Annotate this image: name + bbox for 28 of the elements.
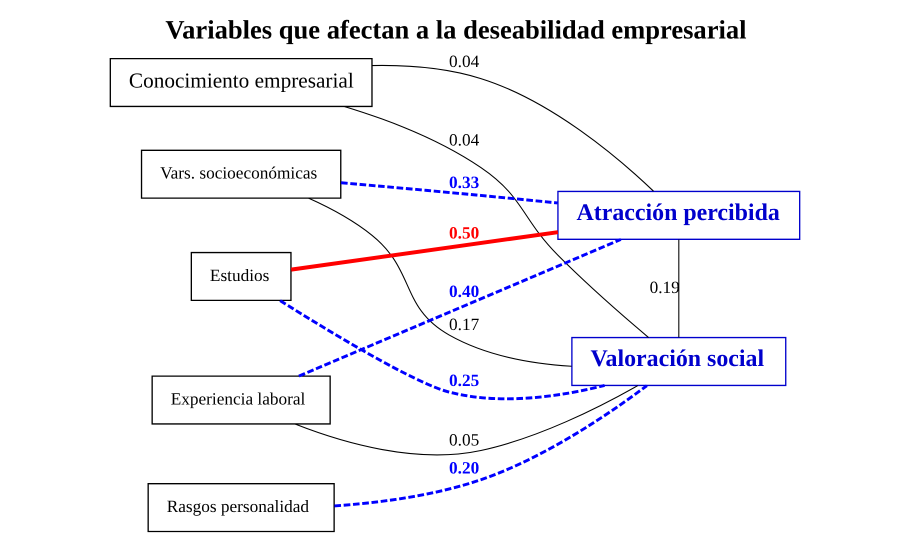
node-box: Conocimiento empresarial bbox=[109, 58, 372, 108]
edge-label: 0.25 bbox=[448, 370, 479, 390]
diagram-title: Variables que afectan a la deseabilidad empresarial bbox=[164, 14, 746, 45]
node-box: Experiencia laboral bbox=[151, 375, 330, 425]
edge-label: 0.17 bbox=[448, 315, 479, 334]
edge-label: 0.50 bbox=[448, 223, 479, 242]
edge-label: 0.05 bbox=[448, 430, 479, 450]
node-box: Rasgos personalidad bbox=[147, 483, 334, 532]
connector bbox=[372, 64, 654, 192]
node-box: Estudios bbox=[190, 252, 292, 302]
node-box: Vars. socioeconómicas bbox=[140, 150, 341, 199]
connector bbox=[340, 181, 558, 204]
connector bbox=[294, 385, 638, 456]
node-box: Valoración social bbox=[570, 336, 786, 386]
edge-label: 0.40 bbox=[448, 282, 479, 301]
edge-label: 0.20 bbox=[448, 458, 479, 478]
connector bbox=[678, 240, 679, 338]
edge-label: 0.04 bbox=[448, 130, 479, 150]
edge-label: 0.19 bbox=[649, 278, 680, 297]
connector bbox=[278, 299, 604, 400]
edge-label: 0.33 bbox=[448, 173, 479, 192]
connector bbox=[298, 238, 621, 378]
connector bbox=[344, 106, 648, 338]
connector bbox=[308, 198, 572, 367]
node-box: Atracción percibida bbox=[556, 190, 800, 240]
connector bbox=[334, 384, 648, 508]
connector bbox=[290, 230, 558, 272]
edge-label: 0.04 bbox=[448, 52, 479, 72]
